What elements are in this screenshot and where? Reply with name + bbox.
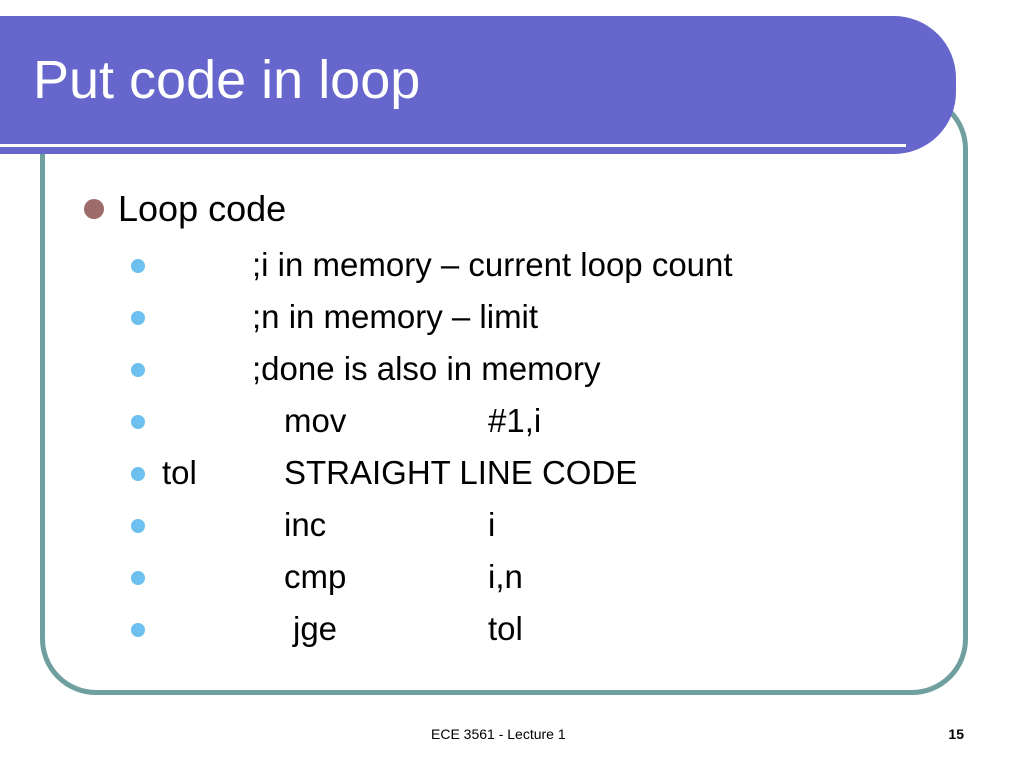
- title-underline: [0, 144, 906, 147]
- sub-bullet-icon: [131, 467, 145, 481]
- instruction-operand: i: [488, 506, 496, 543]
- footer-course-label: ECE 3561 - Lecture 1: [431, 726, 566, 742]
- sub-bullet-icon: [131, 571, 145, 585]
- instruction-mnemonic: jge: [293, 610, 338, 647]
- code-line-7: cmp i,n: [131, 551, 891, 603]
- sub-bullet-icon: [131, 623, 145, 637]
- sub-bullet-icon: [131, 519, 145, 533]
- code-line-6: inc i: [131, 499, 891, 551]
- instruction-text: STRAIGHT LINE CODE: [284, 454, 638, 491]
- comment-text: ;i in memory – current loop count: [252, 246, 733, 283]
- sub-bullet-icon: [131, 415, 145, 429]
- code-line-2: ;n in memory – limit: [131, 291, 891, 343]
- bullet-text: Loop code: [118, 188, 287, 229]
- code-label: tol: [162, 454, 197, 491]
- code-line-1: ;i in memory – current loop count: [131, 239, 891, 291]
- sub-bullet-icon: [131, 259, 145, 273]
- code-line-5: tol STRAIGHT LINE CODE: [131, 447, 891, 499]
- instruction-mnemonic: inc: [284, 506, 327, 543]
- slide-number: 15: [948, 726, 964, 742]
- code-line-4: mov #1,i: [131, 395, 891, 447]
- comment-text: ;done is also in memory: [252, 350, 601, 387]
- sub-bullet-icon: [131, 363, 145, 377]
- bullet-dot-icon: [84, 199, 104, 219]
- sub-bullet-icon: [131, 311, 145, 325]
- instruction-operand: #1,i: [488, 402, 542, 439]
- comment-text: ;n in memory – limit: [252, 298, 539, 335]
- instruction-mnemonic: mov: [284, 402, 347, 439]
- instruction-operand: i,n: [488, 558, 523, 595]
- code-line-3: ;done is also in memory: [131, 343, 891, 395]
- slide-title: Put code in loop: [33, 50, 421, 110]
- bullet-loop-code: Loop code: [84, 183, 286, 235]
- code-line-8: jge tol: [131, 603, 891, 655]
- content-frame: [40, 93, 968, 695]
- instruction-mnemonic: cmp: [284, 558, 347, 595]
- title-bar: [0, 16, 956, 154]
- instruction-operand: tol: [488, 610, 523, 647]
